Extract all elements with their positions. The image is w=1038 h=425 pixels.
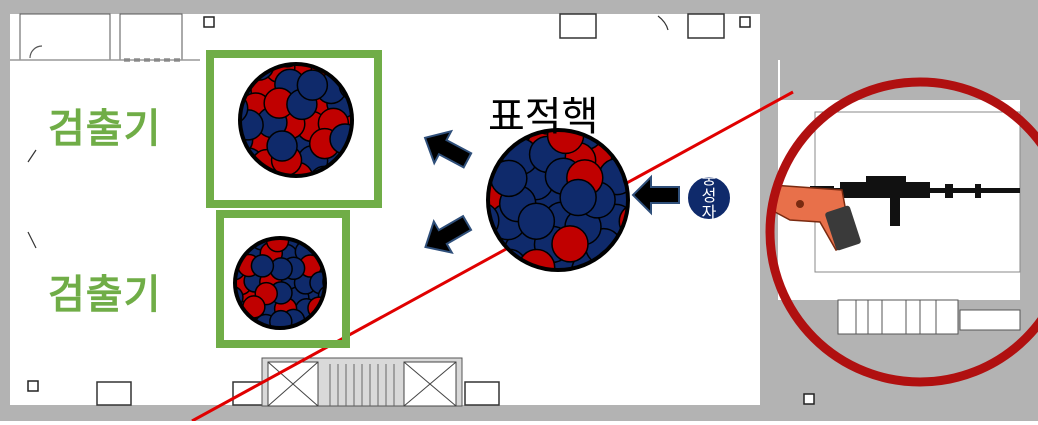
nucleon-ball [322, 270, 325, 294]
main-room [10, 14, 765, 405]
rifle-icon [805, 176, 1020, 226]
nucleon-ball [517, 202, 556, 240]
scatter-arrow-up [423, 129, 473, 169]
zoom-inset [770, 176, 1020, 251]
neutron-circle [686, 175, 732, 221]
detector-label-top: 검출기 [48, 106, 162, 152]
target-nucleus-label: 표적핵 [488, 94, 599, 140]
nucleon-ball [296, 69, 329, 101]
nucleon-ball [551, 225, 589, 263]
nucleon-ball [618, 202, 628, 241]
nucleon-ball [266, 130, 298, 162]
incoming-arrow [631, 174, 680, 216]
neutron-label: 중 성 자 [701, 169, 717, 222]
nucleon-ball [559, 178, 597, 217]
flare-gun-icon [770, 183, 861, 251]
detector-box-bottom [216, 210, 350, 348]
detector-box-top [206, 50, 382, 208]
nucleon-ball [250, 254, 275, 278]
scatter-arrow-down [424, 214, 473, 255]
zoom-circle [765, 77, 1038, 387]
detector-label-bottom: 검출기 [48, 272, 162, 318]
neutron-trajectory-line [191, 90, 794, 423]
nucleon-ball [271, 64, 303, 68]
